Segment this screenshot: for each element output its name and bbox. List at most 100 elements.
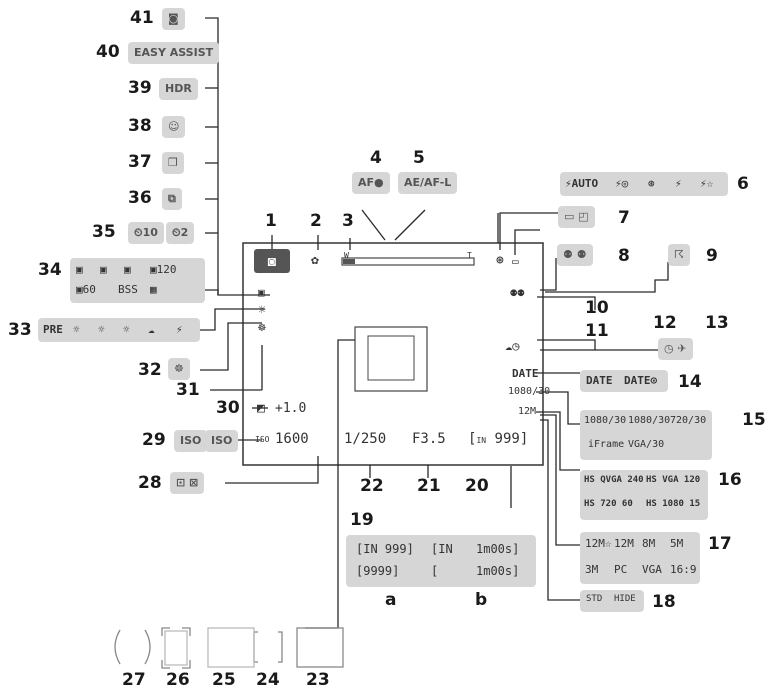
hs-movie-option: HS QVGA 240 [584,475,644,485]
callout-34: 34 [38,260,62,280]
continuous-option: ▣ [76,263,83,276]
flash-modes-block: ⚡AUTO ⚡◎ ⊛ ⚡ ⚡☆ [560,172,728,196]
callout-32: 32 [138,360,162,380]
callout-28: 28 [138,473,162,493]
ae-af-lock-badge: AE/AF-L [398,172,458,194]
battery-indicator-icon: ▭ [512,255,519,268]
battery-icons: ▭ ◰ [558,206,595,228]
movie-speed-option: HIDE [614,594,636,604]
date-option: DATE [586,374,613,387]
image-size-option: 12M☆ [585,537,612,550]
self-timer-2-icon: ⏲2 [166,222,195,244]
callout-6: 6 [737,174,749,194]
callout-24: 24 [256,670,280,690]
macro-icon: ✿ [311,253,319,268]
callout-40: 40 [96,42,120,62]
callout-1: 1 [265,211,277,231]
self-timer-10-icon: ⏲10 [128,222,164,244]
hdr-badge: HDR [159,78,198,100]
callout-5: 5 [413,148,425,168]
af-area-inner [367,335,415,381]
callout-11: 11 [585,321,609,341]
remaining-b-row2-prefix: [ [431,564,439,578]
wb-option: ⚡ [176,323,183,336]
vibration-indicator-icon: ⚉⚉ [510,285,525,299]
af-indicator-badge: AF● [352,172,390,194]
world-time-icons: ◷ ✈ [658,338,693,360]
callout-7: 7 [618,208,630,228]
movie-option: 720/30 [670,415,707,426]
callout-14: 14 [678,372,702,392]
wb-option: ☼ [123,323,130,336]
image-size-option: 5M [670,537,684,550]
label-b: b [475,590,488,610]
date-option: DATE⊙ [624,374,658,387]
callout-19: 19 [350,510,374,530]
continuous-option: ▣ [100,263,107,276]
flash-option: ⚡ [675,177,682,190]
af-area-23 [296,627,344,668]
movie-option: iFrame [588,439,625,450]
continuous-option: ▣60 [76,283,96,296]
white-balance-indicator-icon: ☼ [258,303,266,318]
remaining-exposures-block: [IN 999] [IN 1m00s] [9999] [ 1m00s] [346,535,536,587]
date-stamp-indicator: DATE [512,367,539,380]
date-options-block: DATE DATE⊙ [580,370,668,392]
hs-movie-option: HS 720 60 [584,499,633,509]
hs-movie-options-block: HS QVGA 240 HS VGA 120 HS 720 60 HS 1080… [580,470,708,520]
image-size-option: 3M [585,563,599,576]
flash-option: ⚡◎ [615,177,629,190]
movie-option: 1080/30 [584,415,627,426]
callout-21: 21 [417,476,441,496]
callout-23: 23 [306,670,330,690]
shutter-speed: 1/250 [344,431,387,447]
image-size-option: PC [614,563,628,576]
shooting-mode-icon: ◙ [254,249,290,273]
white-balance-block: PRE ☼ ☼ ☼ ☁ ⚡ [38,318,200,342]
vr-icon: ⊡ ⊠ [170,472,205,494]
continuous-indicator-icon: ▣ [258,286,265,299]
hs-movie-option: HS VGA 120 [646,475,701,485]
movie-speed-option: STD [586,594,603,604]
callout-41: 41 [130,8,154,28]
callout-33: 33 [8,320,32,340]
exposure-comp-value: +1.0 [275,401,307,416]
callout-37: 37 [128,152,152,172]
movie-option: VGA/30 [628,439,665,450]
image-size-block: 12M☆ 12M 8M 5M 3M PC VGA 16:9 [580,532,700,584]
continuous-icon: ❐ [162,152,184,174]
callout-8: 8 [618,246,630,266]
callout-16: 16 [718,470,742,490]
shots-remaining: [IN 999] [468,431,529,447]
callout-3: 3 [342,211,354,231]
aperture-value: F3.5 [412,431,446,447]
callout-30: 30 [216,398,240,418]
af-area-frame [354,326,428,392]
callout-22: 22 [360,476,384,496]
image-size-option: 8M [642,537,656,550]
image-size-option: VGA [642,563,662,576]
wb-option: ☁ [148,323,155,336]
callout-26: 26 [166,670,190,690]
flash-indicator-icon: ⊛ [496,253,504,268]
flash-option: ⊛ [648,177,655,190]
flash-option: ⚡☆ [700,177,714,190]
shots-remaining-value: 999 [494,431,520,447]
continuous-option: BSS [118,283,138,296]
continuous-option: ▣120 [150,263,177,276]
af-area-25 [207,627,255,668]
callout-35: 35 [92,222,116,242]
smile-icon: ☺ [162,116,186,138]
image-size-option: 12M [614,537,634,550]
iso-indicator-label: ISO [255,435,270,444]
easy-assist-badge: EASY ASSIST [128,42,220,64]
iso-auto-icon: ISO [174,430,208,452]
remaining-b-row1-prefix: [IN [431,542,453,556]
callout-31: 31 [176,380,200,400]
image-size-indicator: 12M [518,406,537,417]
flash-option: ⚡AUTO [565,177,599,190]
hs-movie-option: HS 1080 15 [646,499,701,509]
callout-4: 4 [370,148,382,168]
vibration-icons: ⚉ ⚉ [557,244,593,266]
